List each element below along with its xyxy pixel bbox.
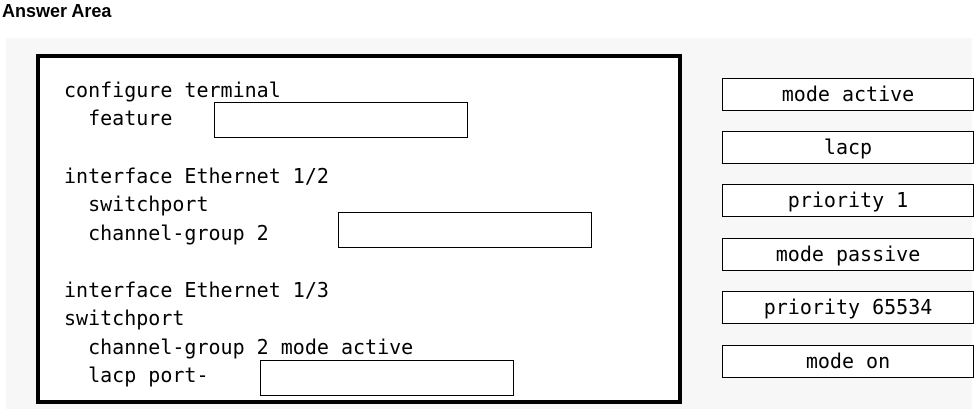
- option-priority-1[interactable]: priority 1: [722, 184, 974, 217]
- feature-drop-slot[interactable]: [214, 102, 468, 138]
- option-mode-passive[interactable]: mode passive: [722, 238, 974, 271]
- option-priority-65534[interactable]: priority 65534: [722, 291, 974, 324]
- code-line-switchport-1: switchport: [64, 192, 209, 216]
- code-line-interface-1-3: interface Ethernet 1/3: [64, 278, 329, 302]
- code-line-lacp-port: lacp port-: [64, 363, 209, 387]
- answer-area-title: Answer Area: [2, 1, 112, 21]
- option-lacp[interactable]: lacp: [722, 131, 974, 164]
- code-line-channel-group: channel-group 2: [64, 221, 269, 245]
- channel-group-mode-drop-slot[interactable]: [338, 212, 592, 248]
- code-line-configure-terminal: configure terminal: [64, 78, 281, 102]
- lacp-port-priority-drop-slot[interactable]: [260, 360, 514, 396]
- option-mode-active[interactable]: mode active: [722, 78, 974, 111]
- code-line-feature: feature: [64, 106, 173, 130]
- code-line-switchport-2: switchport: [64, 306, 185, 330]
- option-mode-on[interactable]: mode on: [722, 345, 974, 378]
- config-code-box: configure terminal feature interface Eth…: [36, 54, 682, 404]
- code-line-interface-1-2: interface Ethernet 1/2: [64, 164, 329, 188]
- code-line-channel-group-active: channel-group 2 mode active: [64, 335, 414, 359]
